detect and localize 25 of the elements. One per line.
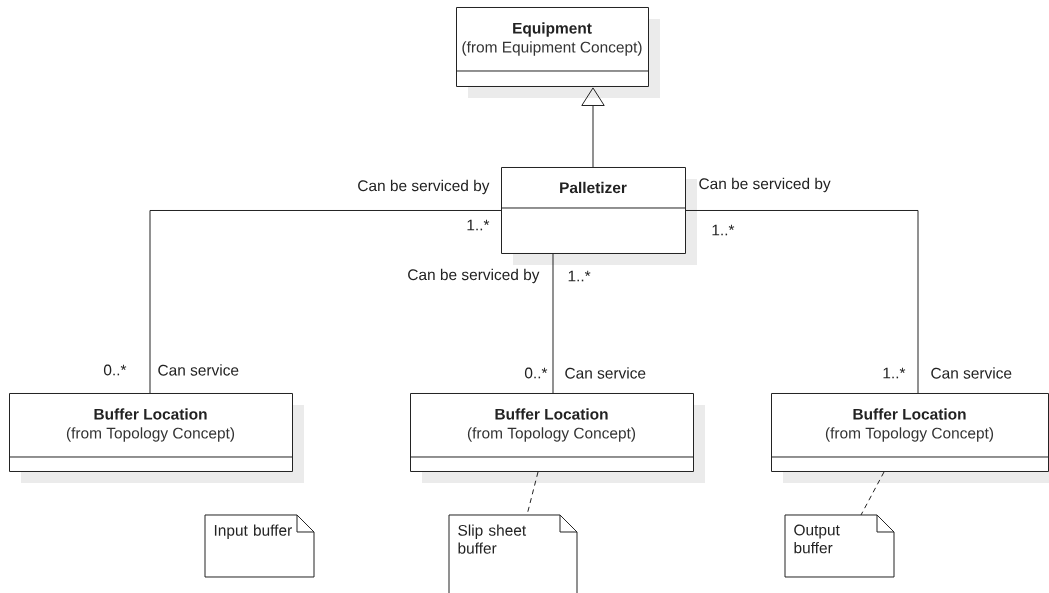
note: Input buffer [204, 514, 315, 578]
note: Output buffer [784, 514, 895, 578]
multiplicity: 1..* [467, 219, 490, 231]
role-name: Can service [931, 367, 1012, 379]
generalization-arrow [581, 87, 605, 168]
role-name: Can service [565, 367, 646, 379]
multiplicity: 0..* [103, 364, 127, 376]
class-box: Buffer Location (from Topology Concept) [409, 393, 705, 483]
role-name: Can service [158, 364, 239, 376]
association-line [552, 253, 554, 394]
note: Slip sheet buffer [448, 514, 578, 593]
multiplicity: 1..* [883, 367, 906, 379]
association-line [149, 210, 502, 394]
association-line [685, 210, 919, 394]
node-label: Buffer Location [853, 408, 966, 420]
multiplicity: 1..* [712, 224, 735, 236]
note-link [860, 471, 885, 516]
class-box: Buffer Location (from Topology Concept) [8, 393, 304, 483]
node-label: (from Topology Concept) [825, 427, 994, 442]
class-box: Buffer Location (from Topology Concept) [770, 393, 1049, 483]
class-box: Equipment (from Equipment Concept) [455, 7, 660, 98]
class-box: Palletizer [500, 167, 697, 265]
role-name: Can be serviced by [408, 268, 540, 284]
multiplicity: 0..* [524, 367, 548, 379]
multiplicity: 1..* [568, 270, 591, 282]
